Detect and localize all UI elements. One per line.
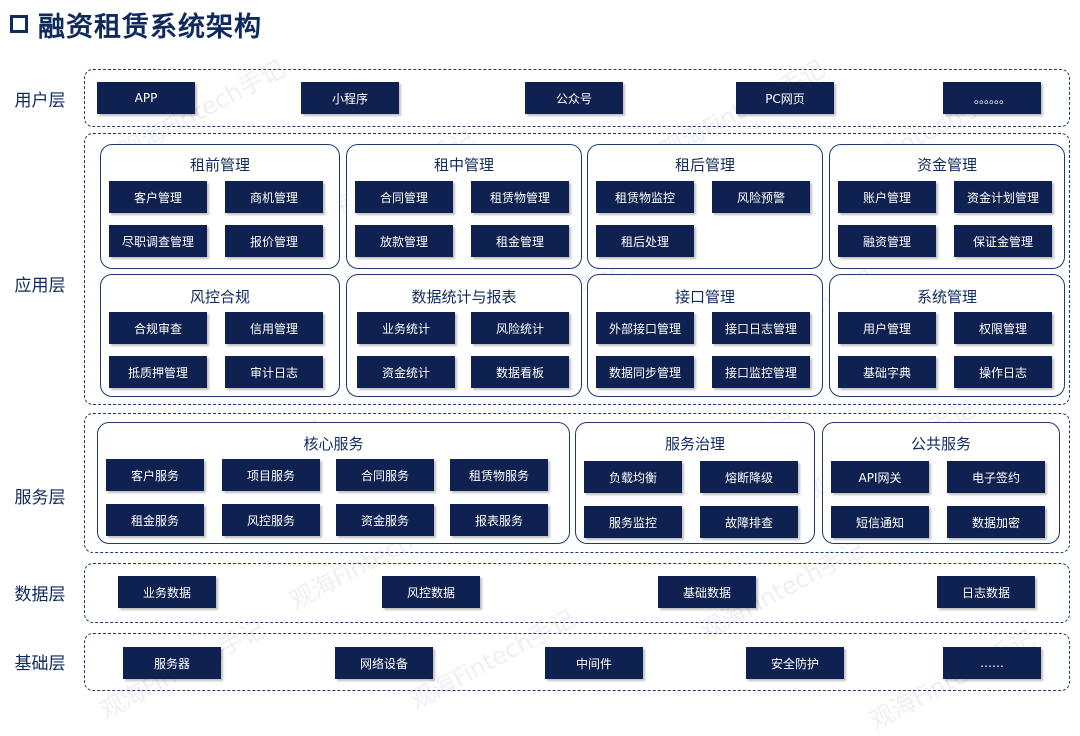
group-in-lease: 租中管理 合同管理 租赁物管理 放款管理 租金管理 [346,144,582,269]
service-item: 项目服务 [222,459,320,491]
app-item: 租赁物管理 [471,181,569,213]
group-title: 风控合规 [189,288,250,306]
layer-service: 核心服务 客户服务 项目服务 合同服务 租赁物服务 租金服务 风控服务 资金服务… [84,413,1070,553]
service-item: 报表服务 [450,504,548,536]
app-item: 基础字典 [838,356,936,388]
data-item-risk: 风控数据 [382,576,480,608]
group-title: 公共服务 [910,435,971,453]
app-item: 权限管理 [954,312,1052,344]
app-item: 抵质押管理 [109,356,207,388]
app-item: 放款管理 [355,225,453,257]
group-title: 租中管理 [433,156,494,174]
app-item: 用户管理 [838,312,936,344]
group-title: 核心服务 [303,435,364,453]
group-title: 数据统计与报表 [411,288,517,306]
group-title: 系统管理 [916,288,977,306]
user-item-app: APP [97,82,195,114]
layer-infra: 服务器 网络设备 中间件 安全防护 …… [84,633,1070,691]
data-item-log: 日志数据 [937,576,1035,608]
app-item: 租金管理 [471,225,569,257]
service-item: 短信通知 [831,506,929,538]
group-title: 接口管理 [674,288,735,306]
service-item: 电子签约 [947,461,1045,493]
app-item: 风险统计 [471,312,569,344]
user-item-official-account: 公众号 [525,82,623,114]
layer-data: 业务数据 风控数据 基础数据 日志数据 [84,563,1070,623]
app-item: 数据同步管理 [596,356,694,388]
group-data-report: 数据统计与报表 业务统计 风险统计 资金统计 数据看板 [346,274,582,397]
group-title: 资金管理 [916,156,977,174]
group-interface: 接口管理 外部接口管理 接口日志管理 数据同步管理 接口监控管理 [587,274,823,397]
app-item: 合规审查 [109,312,207,344]
service-item: 故障排查 [700,506,798,538]
group-risk-compliance: 风控合规 合规审查 信用管理 抵质押管理 审计日志 [100,274,340,397]
service-item: 数据加密 [947,506,1045,538]
app-item: 资金统计 [357,356,455,388]
layer-label-infra: 基础层 [14,654,66,674]
service-item: 负载均衡 [584,461,682,493]
app-item: 信用管理 [225,312,323,344]
group-post-lease: 租后管理 租赁物监控 风险预警 租后处理 [587,144,823,269]
service-item: 风控服务 [222,504,320,536]
user-item-miniprogram: 小程序 [301,82,399,114]
user-item-pc-web: PC网页 [736,82,834,114]
user-item-more: 。。。。。。 [943,82,1041,114]
app-item: 账户管理 [838,181,936,213]
app-item: 合同管理 [355,181,453,213]
square-icon [10,15,28,33]
group-fund: 资金管理 账户管理 资金计划管理 融资管理 保证金管理 [829,144,1065,269]
group-public-service: 公共服务 API网关 电子签约 短信通知 数据加密 [822,422,1060,544]
app-item: 数据看板 [471,356,569,388]
layer-label-user: 用户层 [14,91,66,111]
group-core-service: 核心服务 客户服务 项目服务 合同服务 租赁物服务 租金服务 风控服务 资金服务… [97,422,570,544]
app-item: 审计日志 [225,356,323,388]
app-item: 业务统计 [357,312,455,344]
service-item: 熔断降级 [700,461,798,493]
layer-label-data: 数据层 [14,585,66,605]
group-system: 系统管理 用户管理 权限管理 基础字典 操作日志 [829,274,1065,397]
infra-item-middleware: 中间件 [545,647,643,679]
layer-label-service: 服务层 [14,488,66,508]
app-item: 客户管理 [109,181,207,213]
infra-item-server: 服务器 [123,647,221,679]
app-item: 报价管理 [225,225,323,257]
infra-item-network: 网络设备 [335,647,433,679]
infra-item-security: 安全防护 [746,647,844,679]
app-item: 接口监控管理 [712,356,810,388]
group-title: 服务治理 [664,435,725,453]
app-item: 风险预警 [712,181,810,213]
app-item: 租后处理 [596,225,694,257]
app-item: 商机管理 [225,181,323,213]
service-item: 服务监控 [584,506,682,538]
page-title-bar: 融资租赁系统架构 [10,6,262,43]
app-item: 资金计划管理 [954,181,1052,213]
service-item: API网关 [831,461,929,493]
infra-item-more: …… [943,647,1041,679]
layer-label-app: 应用层 [14,276,66,296]
data-item-base: 基础数据 [658,576,756,608]
page-title: 融资租赁系统架构 [38,11,262,43]
group-title: 租后管理 [674,156,735,174]
app-item: 外部接口管理 [596,312,694,344]
service-item: 租金服务 [106,504,204,536]
group-service-governance: 服务治理 负载均衡 熔断降级 服务监控 故障排查 [575,422,815,544]
group-pre-lease: 租前管理 客户管理 商机管理 尽职调查管理 报价管理 [100,144,340,269]
layer-app: 租前管理 客户管理 商机管理 尽职调查管理 报价管理 租中管理 合同管理 租赁物… [84,133,1070,405]
layer-user: APP 小程序 公众号 PC网页 。。。。。。 [84,69,1070,127]
app-item: 尽职调查管理 [109,225,207,257]
app-item: 融资管理 [838,225,936,257]
data-item-business: 业务数据 [118,576,216,608]
group-title: 租前管理 [189,156,250,174]
app-item: 操作日志 [954,356,1052,388]
service-item: 客户服务 [106,459,204,491]
app-item: 接口日志管理 [712,312,810,344]
app-item: 租赁物监控 [596,181,694,213]
service-item: 租赁物服务 [450,459,548,491]
service-item: 合同服务 [336,459,434,491]
app-item: 保证金管理 [954,225,1052,257]
service-item: 资金服务 [336,504,434,536]
